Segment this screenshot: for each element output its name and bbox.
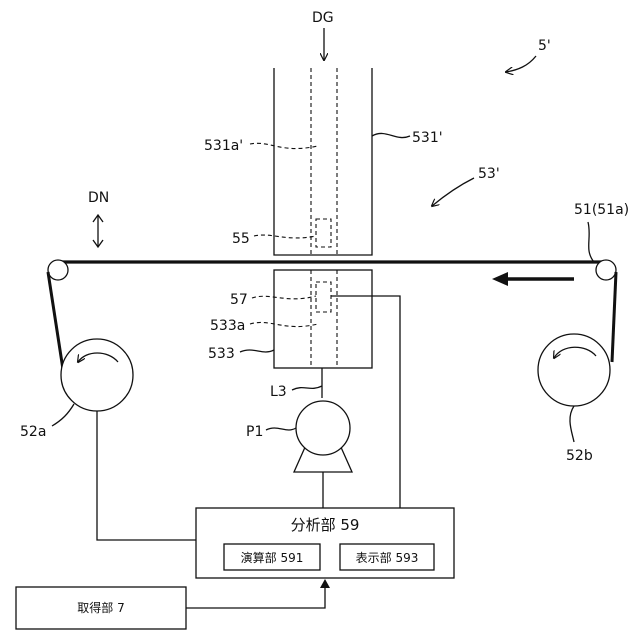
label-dg: DG (312, 10, 334, 26)
label-l3: L3 (270, 384, 287, 400)
reel-52a (61, 339, 133, 411)
acquisition-arrow-head (320, 579, 330, 588)
calc-unit-label: 演算部 591 (241, 550, 304, 565)
tape-to-reel-52b (612, 272, 616, 362)
ref-53-arrow (432, 178, 474, 206)
label-52b: 52b (566, 448, 593, 464)
leader-531 (372, 133, 410, 137)
leader-531a (250, 143, 318, 148)
label-531: 531' (412, 130, 443, 146)
reel-52b (538, 334, 610, 406)
leader-533 (240, 350, 274, 352)
leader-52b (570, 406, 574, 442)
label-531a: 531a' (204, 138, 243, 154)
feed-direction-head (492, 272, 508, 286)
upper-vessel-531 (274, 68, 372, 255)
label-533a: 533a (210, 318, 245, 334)
acquisition-unit-label: 取得部 7 (77, 600, 124, 615)
label-55: 55 (232, 231, 250, 247)
label-533: 533 (208, 346, 235, 362)
pump-p1 (296, 401, 350, 455)
label-p1: P1 (246, 424, 263, 440)
left-guide-roller (48, 260, 68, 280)
acquisition-signal-line (186, 584, 325, 608)
label-52a: 52a (20, 424, 46, 440)
sensor-55 (316, 219, 331, 247)
display-unit-label: 表示部 593 (356, 550, 419, 565)
label-57: 57 (230, 292, 248, 308)
leader-52a (52, 404, 74, 426)
label-5: 5' (538, 38, 551, 54)
leader-l3 (292, 386, 322, 390)
reel-52a-signal-line (97, 411, 196, 540)
right-guide-roller (596, 260, 616, 280)
lower-vessel-533 (274, 270, 372, 368)
ref-5-arrow (506, 56, 536, 72)
analysis-unit-title: 分析部 59 (291, 516, 360, 534)
label-51: 51(51a) (574, 202, 629, 218)
tape-to-reel-52a (48, 272, 64, 376)
leader-p1 (266, 428, 296, 430)
leader-55 (254, 235, 316, 238)
label-dn: DN (88, 190, 109, 206)
label-53: 53' (478, 166, 500, 182)
leader-51 (588, 222, 594, 262)
